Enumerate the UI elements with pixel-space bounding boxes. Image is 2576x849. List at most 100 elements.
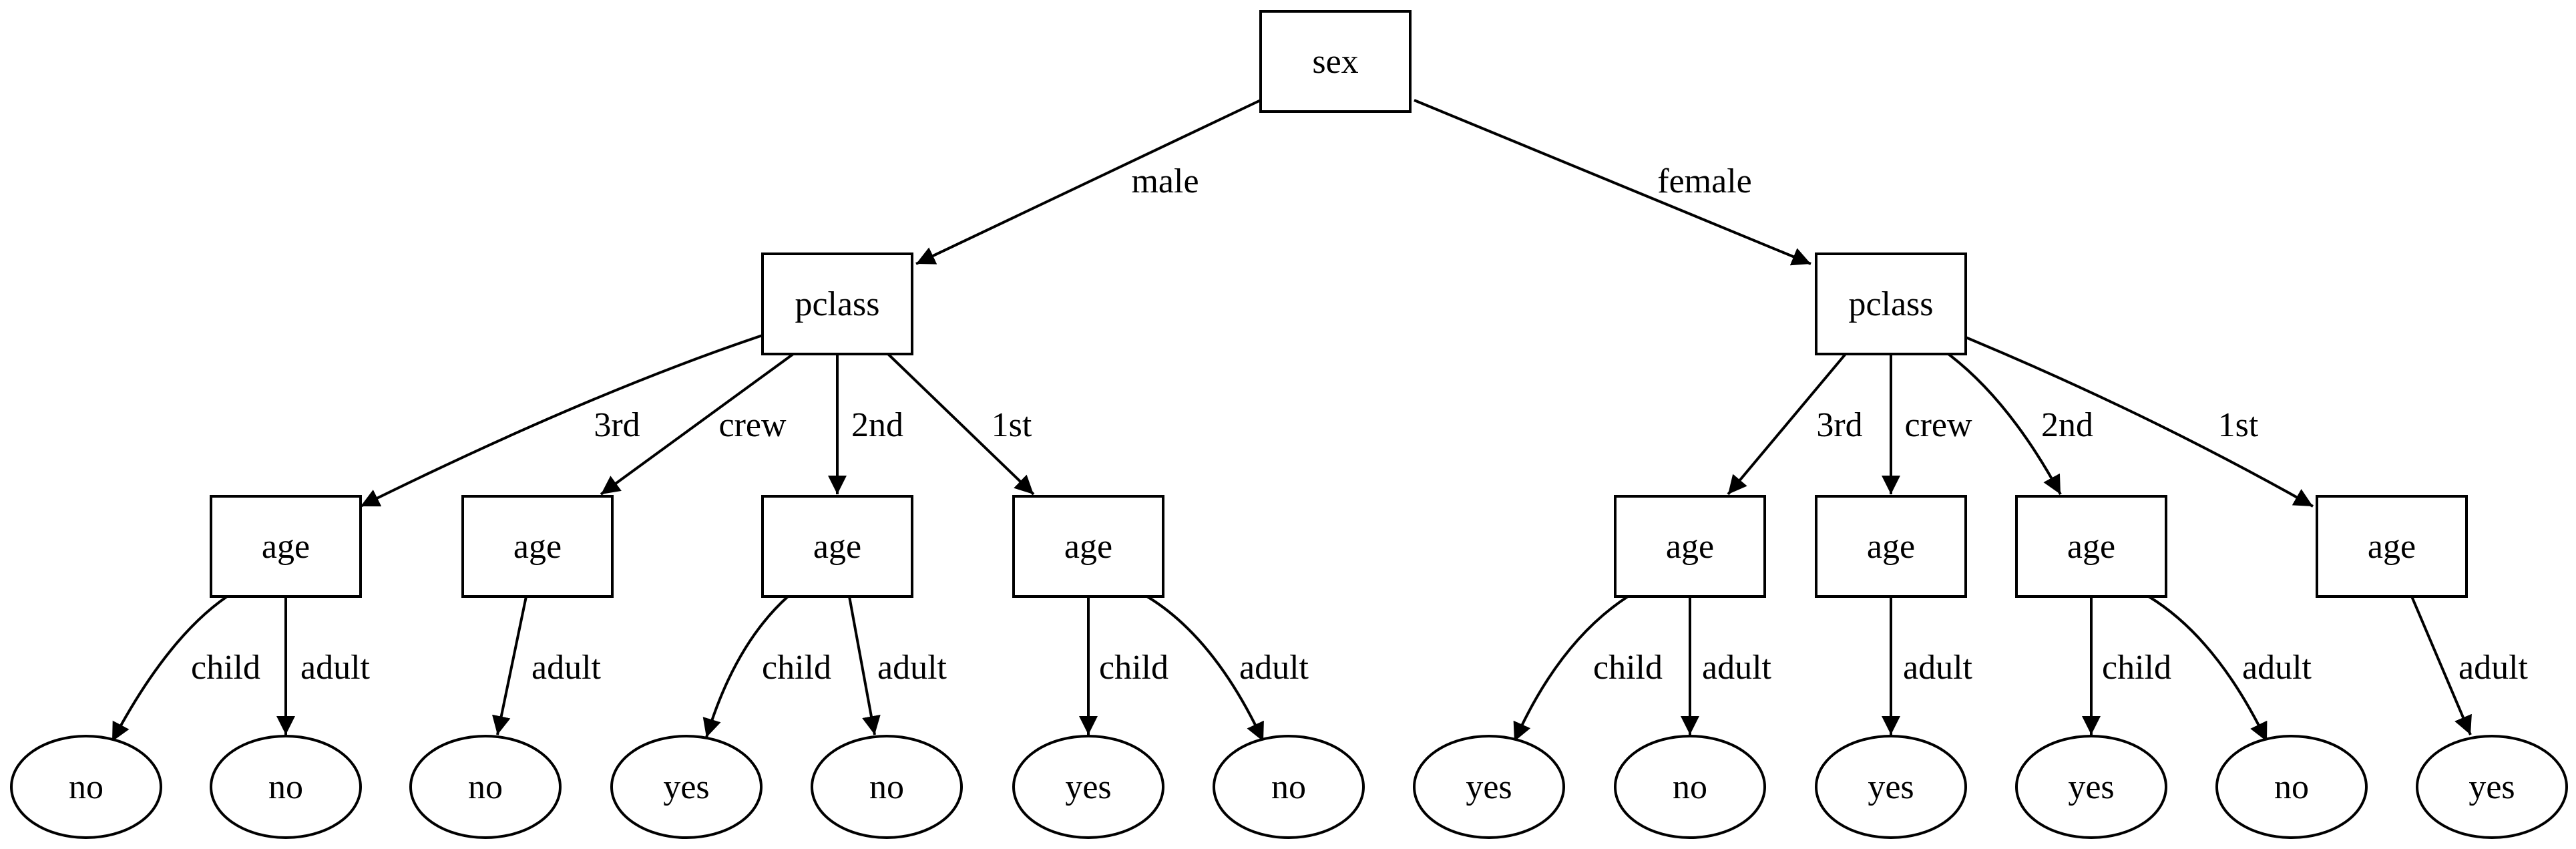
- node-box: [1614, 495, 1766, 598]
- node-label: sex: [1312, 43, 1358, 81]
- edge-n9-l12: adult: [2147, 595, 2312, 742]
- edge-n1-n5: 2nd: [828, 354, 903, 494]
- leaf-node-l1: no: [10, 735, 162, 839]
- decision-node-n4: age: [461, 495, 614, 598]
- node-ellipse: [2215, 735, 2368, 839]
- decision-node-n3: age: [210, 495, 362, 598]
- node-box: [2316, 495, 2468, 598]
- node-ellipse: [610, 735, 763, 839]
- edge-n5-l5: adult: [848, 596, 947, 735]
- leaf-node-l8: yes: [1413, 735, 1565, 839]
- edge-label: adult: [1702, 649, 1772, 687]
- decision-node-n9: age: [2015, 495, 2167, 598]
- leaf-node-l5: no: [811, 735, 963, 839]
- node-label: age: [2067, 528, 2115, 566]
- edge-label: adult: [877, 649, 947, 687]
- node-label: yes: [2068, 768, 2114, 806]
- node-box: [1012, 495, 1164, 598]
- decision-node-n1: pclass: [761, 252, 913, 355]
- node-label: no: [268, 768, 303, 806]
- edge-label: adult: [1903, 649, 1973, 687]
- edge-n3-l2: adult: [276, 597, 371, 735]
- leaf-node-l10: yes: [1815, 735, 1967, 839]
- leaf-node-l6: yes: [1012, 735, 1164, 839]
- edge-n0-n2: female: [1414, 99, 1811, 266]
- edge-n10-l13: adult: [2410, 596, 2529, 735]
- node-box: [2015, 495, 2167, 598]
- leaf-node-l11: yes: [2015, 735, 2167, 839]
- node-label: age: [1064, 528, 1112, 566]
- edge-line: [1146, 595, 1265, 742]
- node-label: yes: [1868, 768, 1914, 806]
- node-ellipse: [210, 735, 362, 839]
- edge-n1-n3: 3rd: [360, 334, 763, 508]
- edge-line: [1947, 353, 2062, 495]
- node-ellipse: [811, 735, 963, 839]
- node-ellipse: [2416, 735, 2568, 839]
- node-box: [761, 252, 913, 355]
- node-label: no: [69, 768, 103, 806]
- edge-label: female: [1657, 162, 1751, 200]
- decision-node-n7: age: [1614, 495, 1766, 598]
- node-label: no: [1271, 768, 1306, 806]
- edge-n2-n8: crew: [1882, 354, 1972, 494]
- node-ellipse: [10, 735, 162, 839]
- node-box: [761, 495, 913, 598]
- edge-n6-l6: child: [1079, 597, 1168, 735]
- edge-line: [2147, 595, 2268, 742]
- node-label: no: [2274, 768, 2309, 806]
- edge-label: crew: [1904, 406, 1972, 444]
- edge-label: 2nd: [2041, 406, 2093, 444]
- node-ellipse: [1213, 735, 1365, 839]
- edge-label: adult: [300, 649, 371, 687]
- edge-label: child: [1593, 649, 1663, 687]
- decision-node-n2: pclass: [1815, 252, 1967, 355]
- node-ellipse: [409, 735, 562, 839]
- node-label: no: [468, 768, 503, 806]
- edge-line: [848, 596, 881, 735]
- node-label: age: [813, 528, 861, 566]
- edge-line: [887, 353, 1035, 496]
- edge-label: 3rd: [1816, 406, 1862, 444]
- edge-line: [360, 334, 763, 508]
- node-label: pclass: [795, 285, 879, 323]
- edge-n0-n1: male: [915, 99, 1261, 265]
- edge-n1-n6: 1st: [887, 353, 1035, 496]
- node-box: [1815, 252, 1967, 355]
- node-box: [1815, 495, 1967, 598]
- node-label: age: [2368, 528, 2416, 566]
- edge-n6-l7: adult: [1146, 595, 1309, 742]
- node-label: yes: [663, 768, 709, 806]
- node-label: yes: [2468, 768, 2515, 806]
- node-ellipse: [1413, 735, 1565, 839]
- edge-line: [111, 595, 228, 742]
- node-label: age: [1666, 528, 1714, 566]
- edge-label: child: [2102, 649, 2171, 687]
- node-label: age: [262, 528, 310, 566]
- edge-line: [491, 596, 527, 735]
- edge-line: [915, 99, 1261, 265]
- node-label: age: [513, 528, 562, 566]
- leaf-node-l12: no: [2215, 735, 2368, 839]
- leaf-node-l4: yes: [610, 735, 763, 839]
- node-ellipse: [1815, 735, 1967, 839]
- edge-label: adult: [2458, 649, 2529, 687]
- edge-line: [600, 353, 795, 496]
- decision-node-n6: age: [1012, 495, 1164, 598]
- node-box: [461, 495, 614, 598]
- edge-label: 1st: [2218, 406, 2259, 444]
- edge-line: [1513, 595, 1629, 742]
- node-ellipse: [1614, 735, 1766, 839]
- edge-n1-n4: crew: [600, 353, 795, 496]
- leaf-node-l9: no: [1614, 735, 1766, 839]
- edge-label: 1st: [992, 406, 1032, 444]
- edge-n2-n7: 3rd: [1727, 353, 1863, 496]
- decision-node-n5: age: [761, 495, 913, 598]
- edge-n9-l11: child: [2082, 597, 2171, 735]
- edge-label: child: [762, 649, 831, 687]
- node-label: yes: [1065, 768, 1111, 806]
- edge-label: 3rd: [594, 406, 640, 444]
- leaf-node-l2: no: [210, 735, 362, 839]
